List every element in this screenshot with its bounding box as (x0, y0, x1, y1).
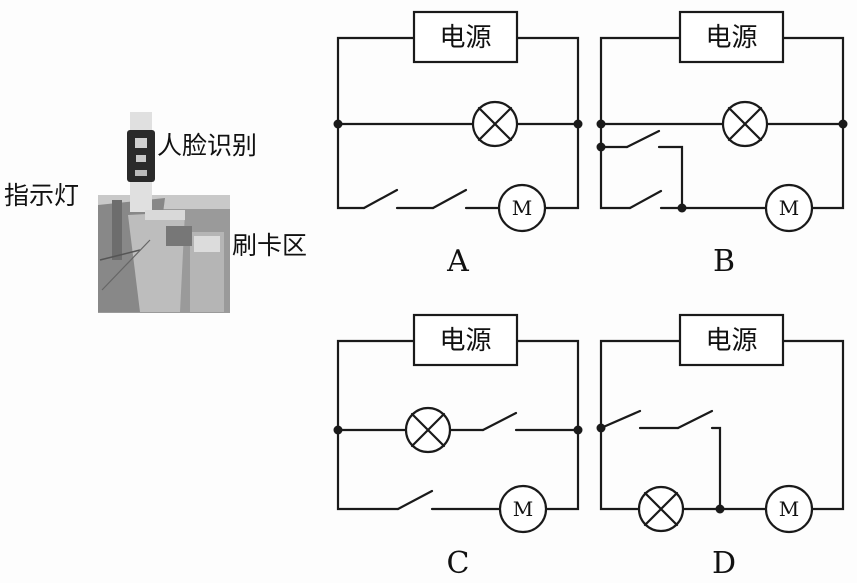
power-source-label: 电源 (439, 23, 491, 53)
switch-symbol (599, 409, 642, 430)
motor-symbol (764, 484, 814, 534)
motor-symbol (764, 183, 814, 233)
power-source-box (412, 313, 519, 367)
circuit-b: 电源 M B (596, 10, 848, 279)
motor-symbol (497, 183, 547, 233)
switch-symbol (362, 188, 399, 210)
junction-node (838, 119, 848, 129)
power-source-label: 电源 (705, 326, 757, 356)
circuit-a: 电源 M A (333, 10, 583, 279)
motor-label: M (779, 497, 799, 521)
switch-symbol (431, 188, 468, 210)
power-source-box (412, 10, 519, 64)
option-caption-d: D (712, 546, 736, 581)
option-caption-b: B (713, 244, 735, 279)
motor-label: M (513, 497, 533, 521)
switch-symbol (625, 129, 661, 149)
motor-label: M (779, 196, 799, 220)
switch-symbol (396, 489, 434, 511)
junction-node (333, 425, 343, 435)
option-caption-c: C (447, 546, 470, 581)
switch-symbol (628, 189, 663, 210)
junction-node (573, 119, 583, 129)
circuit-c: 电源 M C (333, 313, 583, 581)
label-indicator-light: 指示灯 (4, 181, 79, 210)
junction-node (596, 119, 606, 129)
junction-node (573, 425, 583, 435)
power-source-label: 电源 (439, 326, 491, 356)
junction-node (677, 203, 687, 213)
switch-symbol (481, 411, 518, 432)
label-face-recognition: 人脸识别 (157, 131, 257, 160)
motor-symbol (498, 484, 548, 534)
circuit-d: 电源 M D (596, 313, 845, 581)
label-card-area: 刷卡区 (232, 231, 307, 260)
junction-node (715, 504, 725, 514)
option-caption-a: A (446, 244, 469, 279)
junction-node (333, 119, 343, 129)
motor-label: M (512, 196, 532, 220)
power-source-label: 电源 (705, 23, 757, 53)
power-source-box (678, 10, 785, 64)
power-source-box (678, 313, 785, 367)
switch-symbol (676, 409, 714, 430)
gate-photo (98, 112, 230, 313)
